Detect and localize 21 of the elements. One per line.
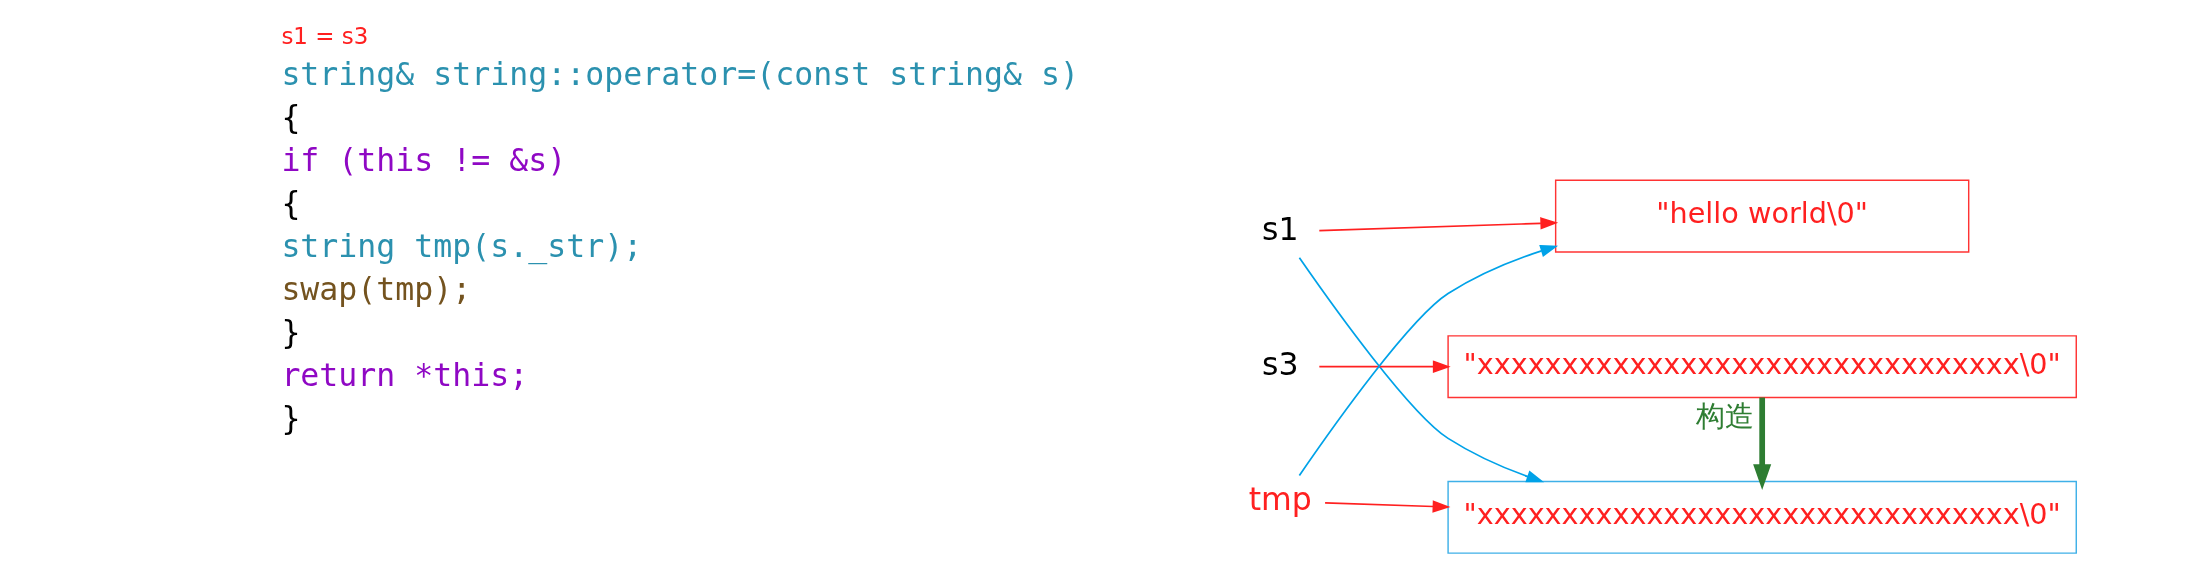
label: string& string::operator=(const string& s) bbox=[281, 56, 1080, 93]
arrow bbox=[1318, 360, 1451, 373]
node-text: s3 bbox=[1262, 345, 1299, 382]
node-box: "xxxxxxxxxxxxxxxxxxxxxxxxxxxxxxxx\0" bbox=[1447, 480, 2077, 554]
node-box: "hello world\0" bbox=[1554, 179, 1970, 253]
node-text: tmp bbox=[1248, 480, 1312, 517]
label: swap(tmp); bbox=[281, 271, 472, 308]
label: return *this; bbox=[281, 357, 529, 394]
arrow bbox=[1318, 217, 1559, 232]
label: } bbox=[281, 400, 301, 437]
label: if (this != &s) bbox=[281, 142, 567, 179]
arrow bbox=[1753, 397, 1772, 491]
label: { bbox=[281, 185, 301, 222]
node-box: "xxxxxxxxxxxxxxxxxxxxxxxxxxxxxxxx\0" bbox=[1447, 335, 2077, 399]
label: } bbox=[281, 314, 301, 351]
edge-label: 构造 bbox=[1695, 399, 1754, 434]
label: s1 = s3 bbox=[281, 22, 369, 49]
node-text: s1 bbox=[1262, 210, 1299, 247]
label: string tmp(s._str); bbox=[281, 228, 643, 265]
label: { bbox=[281, 99, 301, 136]
arrow bbox=[1324, 500, 1451, 513]
